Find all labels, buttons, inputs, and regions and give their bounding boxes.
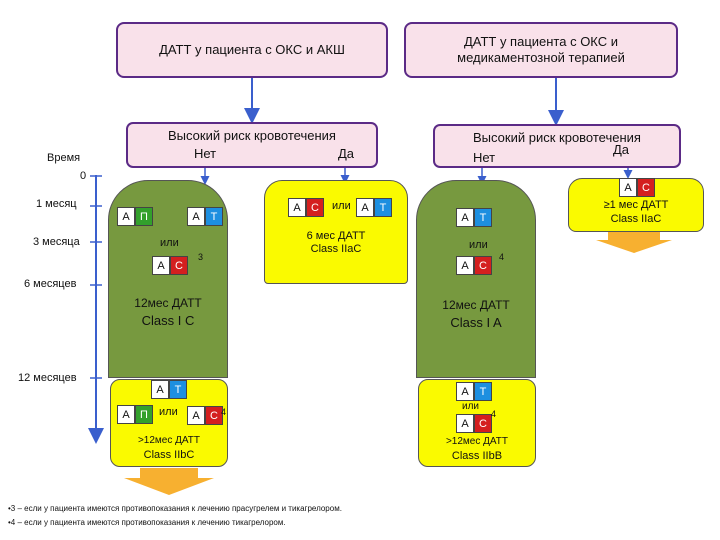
drug-ticagrelor: Т <box>169 380 187 399</box>
timeline-label-3: 3 месяца <box>33 236 80 248</box>
or-text: или <box>160 237 179 249</box>
panel3-duration: 12мес ДАТТ <box>442 298 510 312</box>
drug-aspirin: А <box>187 207 205 226</box>
right-scenario-box: ДАТТ у пациента с ОКС и медикаментозной … <box>404 22 678 78</box>
drug-aspirin: А <box>456 414 474 433</box>
timeline-label-0: 0 <box>80 170 87 182</box>
drug-aspirin: А <box>151 380 169 399</box>
right-risk-box: Высокий риск кровотечения Нет Да <box>433 124 681 168</box>
left-risk-title: Высокий риск кровотечения <box>168 128 336 143</box>
regimen-a-p: А П <box>117 207 153 226</box>
drug-clopidogrel: С <box>474 414 492 433</box>
right-risk-yes-label: Да <box>613 142 630 157</box>
drug-prasugrel: П <box>135 207 153 226</box>
left-scenario-title: ДАТТ у пациента с ОКС и АКШ <box>159 42 345 57</box>
regimen-a-t-ext: А Т <box>151 380 187 399</box>
regimen-a-c: А С <box>288 198 324 217</box>
drug-aspirin: А <box>356 198 374 217</box>
regimen-a-c-ext: А С <box>187 406 223 425</box>
or-text: или <box>159 406 178 418</box>
timeline-label-6: 6 месяцев <box>24 278 77 290</box>
drug-prasugrel: П <box>135 405 153 424</box>
drug-clopidogrel: С <box>205 406 223 425</box>
timeline-label-12: 12 месяцев <box>18 372 77 384</box>
timeline-label-1: 1 месяц <box>36 198 77 210</box>
drug-aspirin: А <box>117 207 135 226</box>
regimen-a-c: А С <box>619 178 655 197</box>
left-risk-yes-label: Да <box>338 146 355 161</box>
panel4-class: Class IIaC <box>610 213 662 225</box>
footnote-ref-3: 3 <box>198 252 204 262</box>
drug-clopidogrel: С <box>637 178 655 197</box>
panel2-duration: 6 мес ДАТТ <box>306 230 366 242</box>
or-text: или <box>469 239 488 251</box>
panel3-ext-class: Class IIbB <box>451 450 503 462</box>
regimen-a-t: А Т <box>187 207 223 226</box>
timeline-heading: Время <box>47 152 81 164</box>
panel2-class: Class IIaC <box>310 243 362 255</box>
footnote-ref-4: 4 <box>499 252 505 262</box>
drug-aspirin: А <box>619 178 637 197</box>
drug-ticagrelor: Т <box>474 382 492 401</box>
drug-ticagrelor: Т <box>474 208 492 227</box>
orange-arrow-left <box>124 468 214 495</box>
panel1-ext-class: Class IIbC <box>143 449 195 461</box>
drug-ticagrelor: Т <box>205 207 223 226</box>
regimen-a-c-ext: А С <box>456 414 492 433</box>
drug-aspirin: А <box>456 208 474 227</box>
left-risk-box: Высокий риск кровотечения Нет Да <box>126 122 378 168</box>
footnote-3: •3 – если у пациента имеются противопока… <box>8 504 342 513</box>
regimen-a-c: А С <box>152 256 188 275</box>
panel3-ext-duration: >12мес ДАТТ <box>445 436 509 447</box>
drug-aspirin: А <box>152 256 170 275</box>
regimen-a-t: А Т <box>356 198 392 217</box>
panel1-ext-duration: >12мес ДАТТ <box>137 435 201 446</box>
drug-aspirin: А <box>117 405 135 424</box>
left-scenario-box: ДАТТ у пациента с ОКС и АКШ <box>116 22 388 78</box>
drug-ticagrelor: Т <box>374 198 392 217</box>
footnote-ref-4: 4 <box>491 409 497 419</box>
right-risk-title: Высокий риск кровотечения <box>473 130 641 145</box>
regimen-a-t: А Т <box>456 208 492 227</box>
drug-clopidogrel: С <box>170 256 188 275</box>
panel1-duration: 12мес ДАТТ <box>134 296 202 310</box>
regimen-a-c: А С <box>456 256 492 275</box>
drug-aspirin: А <box>456 382 474 401</box>
footnote-4: •4 – если у пациента имеются противопока… <box>8 518 286 527</box>
or-text: или <box>332 200 351 212</box>
panel-left-high-risk <box>264 180 408 284</box>
regimen-a-t-ext: А Т <box>456 382 492 401</box>
orange-arrow-right <box>596 232 672 253</box>
drug-clopidogrel: С <box>306 198 324 217</box>
right-scenario-title: ДАТТ у пациента с ОКС и медикаментозной … <box>457 34 625 65</box>
right-risk-no-label: Нет <box>473 150 496 165</box>
drug-aspirin: А <box>288 198 306 217</box>
drug-clopidogrel: С <box>474 256 492 275</box>
regimen-a-p-ext: А П <box>117 405 153 424</box>
or-text: или <box>462 401 480 412</box>
panel3-class: Class I A <box>450 315 502 330</box>
drug-aspirin: А <box>187 406 205 425</box>
left-risk-no-label: Нет <box>194 146 217 161</box>
drug-aspirin: А <box>456 256 474 275</box>
footnote-ref-4: 4 <box>221 407 227 417</box>
panel1-class: Class I C <box>141 313 195 328</box>
panel4-duration: ≥1 мес ДАТТ <box>603 199 669 211</box>
